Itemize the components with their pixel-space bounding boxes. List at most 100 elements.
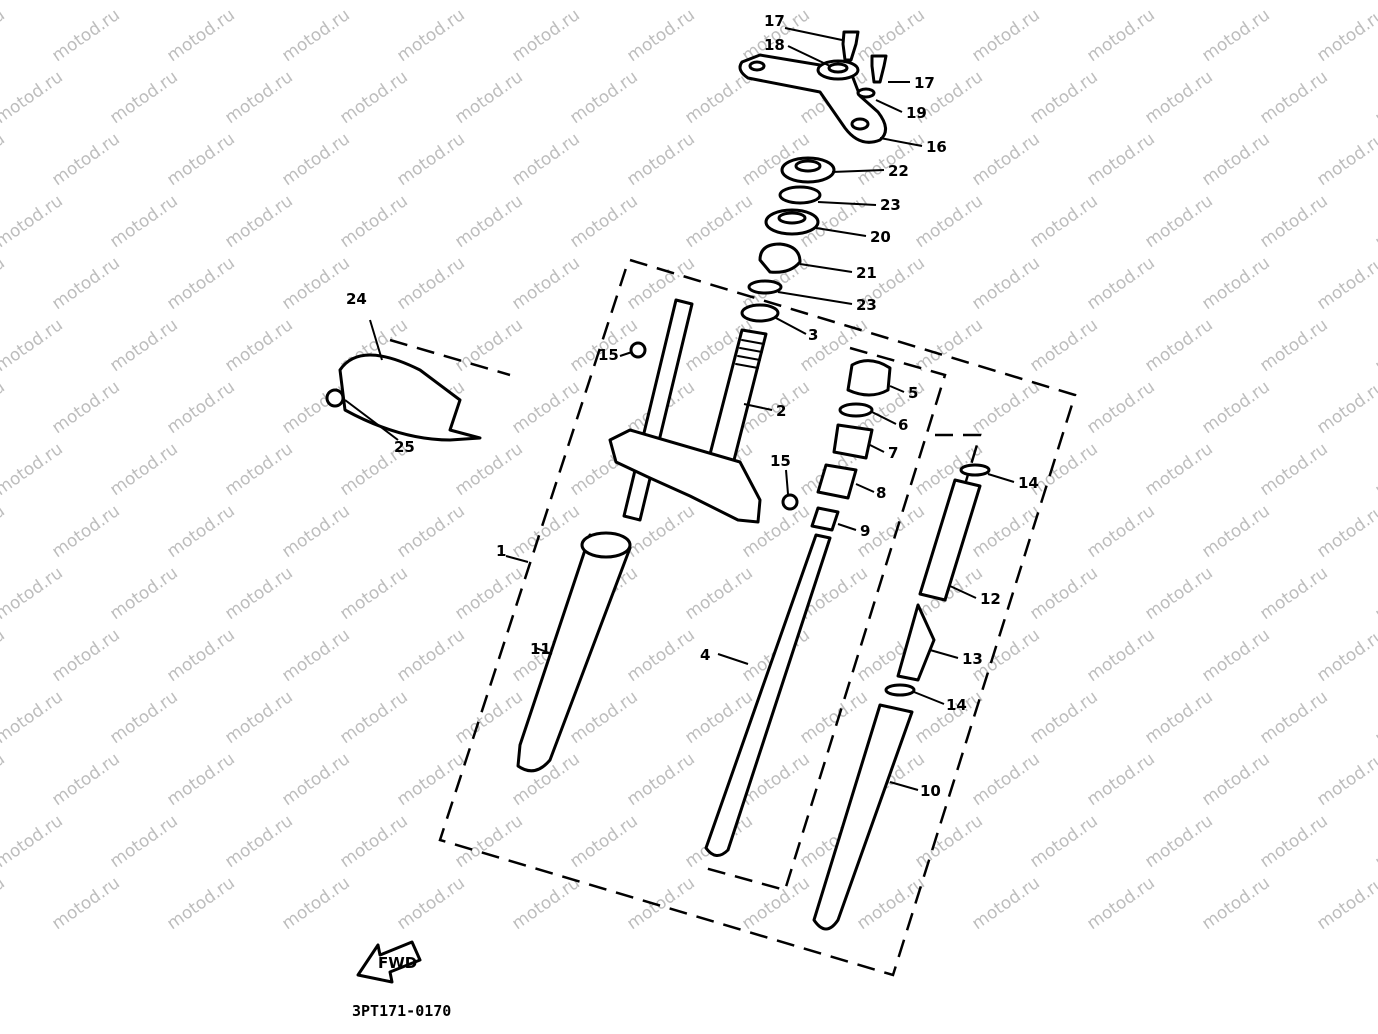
watermark-text: motod.ru: [1141, 563, 1216, 624]
watermark-text: motod.ru: [1083, 253, 1158, 314]
callout-3: 3: [808, 326, 818, 344]
watermark-text: motod.ru: [1141, 687, 1216, 748]
watermark-text: motod.ru: [163, 377, 238, 438]
watermark-text: motod.ru: [566, 191, 641, 252]
watermark-text: motod.ru: [0, 625, 9, 686]
watermark-text: motod.ru: [451, 563, 526, 624]
watermark-text: motod.ru: [1083, 5, 1158, 66]
callout-19: 19: [906, 104, 927, 122]
watermark-text: motod.ru: [1026, 563, 1101, 624]
callout-13: 13: [962, 650, 983, 668]
watermark-text: motod.ru: [278, 873, 353, 934]
watermark-text: motod.ru: [508, 129, 583, 190]
watermark-text: motod.ru: [48, 625, 123, 686]
watermark-text: motod.ru: [0, 749, 9, 810]
watermark-text: motod.ru: [623, 873, 698, 934]
callout-14a: 14: [1018, 474, 1039, 492]
watermark-text: motod.ru: [1313, 749, 1378, 810]
spring-12: [918, 478, 982, 602]
watermark-text: motod.ru: [0, 377, 9, 438]
watermark-text: motod.ru: [1313, 625, 1378, 686]
watermark-text: motod.ru: [48, 129, 123, 190]
watermark-text: motod.ru: [278, 749, 353, 810]
watermark-text: motod.ru: [336, 191, 411, 252]
watermark-text: motod.ru: [1026, 687, 1101, 748]
watermark-text: motod.ru: [1371, 315, 1378, 376]
bearing-stack: [740, 156, 836, 323]
watermark-text: motod.ru: [393, 625, 468, 686]
callout-17a: 17: [764, 12, 785, 30]
watermark-text: motod.ru: [1256, 315, 1331, 376]
fwd-label: FWD: [378, 954, 417, 972]
ring-6: [838, 402, 874, 418]
watermark-text: motod.ru: [623, 129, 698, 190]
watermark-text: motod.ru: [0, 439, 67, 500]
watermark-text: motod.ru: [1141, 439, 1216, 500]
watermark-text: motod.ru: [1198, 625, 1273, 686]
callout-2: 2: [776, 402, 786, 420]
watermark-text: motod.ru: [911, 811, 986, 872]
watermark-text: motod.ru: [1256, 687, 1331, 748]
callout-14b: 14: [946, 696, 967, 714]
spring-9: [810, 506, 840, 532]
part-code: 3PT171-0170: [352, 1002, 451, 1020]
outer-tube-11: [516, 533, 632, 773]
watermark-text: motod.ru: [1141, 191, 1216, 252]
watermark-text: motod.ru: [393, 873, 468, 934]
watermark-text: motod.ru: [221, 191, 296, 252]
watermark-text: motod.ru: [1026, 191, 1101, 252]
watermark-text: motod.ru: [163, 873, 238, 934]
watermark-text: motod.ru: [566, 687, 641, 748]
watermark-text: motod.ru: [336, 811, 411, 872]
watermark-text: motod.ru: [106, 0, 181, 4]
watermark-text: motod.ru: [221, 811, 296, 872]
watermark-text: motod.ru: [106, 811, 181, 872]
callout-9: 9: [860, 522, 870, 540]
watermark-text: motod.ru: [1313, 253, 1378, 314]
watermark-text: motod.ru: [106, 67, 181, 128]
watermark-text: motod.ru: [681, 191, 756, 252]
callout-25: 25: [394, 438, 415, 456]
ball-race-3: [740, 303, 780, 323]
callout-15b: 15: [770, 452, 791, 470]
watermark-text: motod.ru: [508, 873, 583, 934]
bolt-15a: [629, 341, 647, 359]
bushing-8: [816, 463, 858, 500]
watermark-text: motod.ru: [1198, 377, 1273, 438]
stem-threads: [735, 339, 765, 369]
watermark-text: motod.ru: [336, 0, 411, 4]
watermark-text: motod.ru: [163, 501, 238, 562]
watermark-text: motod.ru: [106, 315, 181, 376]
watermark-text: motod.ru: [1371, 563, 1378, 624]
watermark-text: motod.ru: [1083, 501, 1158, 562]
watermark-text: motod.ru: [0, 687, 67, 748]
callout-15a: 15: [598, 346, 619, 364]
watermark-text: motod.ru: [1141, 67, 1216, 128]
watermark-text: motod.ru: [623, 625, 698, 686]
watermark-text: motod.ru: [1256, 191, 1331, 252]
watermark-text: motod.ru: [336, 687, 411, 748]
cone-21: [758, 242, 802, 274]
watermark-text: motod.ru: [968, 129, 1043, 190]
watermark-text: motod.ru: [221, 0, 296, 4]
watermark-text: motod.ru: [796, 687, 871, 748]
watermark-text: motod.ru: [48, 873, 123, 934]
watermark-text: motod.ru: [1371, 67, 1378, 128]
watermark-text: motod.ru: [1313, 873, 1378, 934]
watermark-text: motod.ru: [0, 191, 67, 252]
watermark-text: motod.ru: [1198, 5, 1273, 66]
watermark-text: motod.ru: [451, 687, 526, 748]
watermark-text: motod.ru: [1141, 811, 1216, 872]
fwd-arrow: FWD: [356, 940, 422, 984]
boundary-right: [928, 433, 982, 601]
watermark-text: motod.ru: [393, 501, 468, 562]
watermark-text: motod.ru: [1141, 315, 1216, 376]
watermark-text: motod.ru: [163, 749, 238, 810]
right-column: [812, 463, 991, 931]
watermark-text: motod.ru: [163, 129, 238, 190]
callout-1: 1: [496, 542, 506, 560]
callout-17b: 17: [914, 74, 935, 92]
watermark-text: motod.ru: [1256, 67, 1331, 128]
locknut-22-hole: [794, 159, 822, 173]
watermark-text: motod.ru: [796, 0, 871, 4]
